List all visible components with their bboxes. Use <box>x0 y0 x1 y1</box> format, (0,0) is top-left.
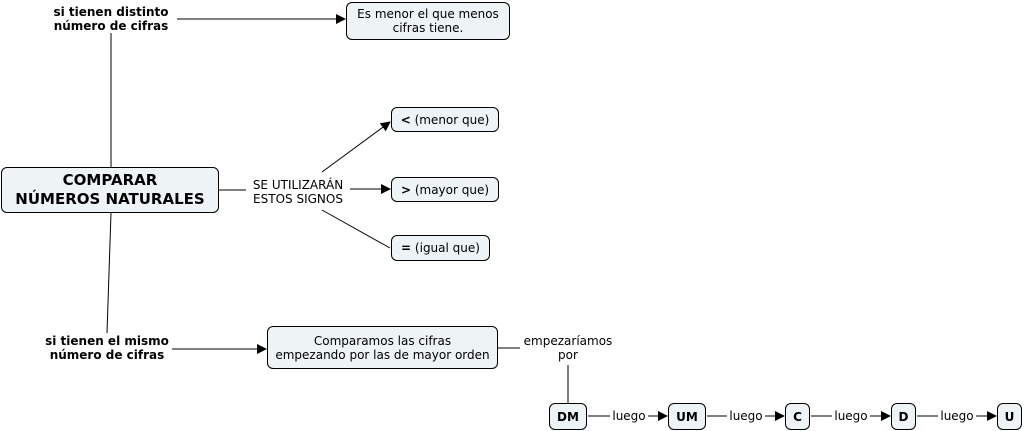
link-signs: SE UTILIZARÁN ESTOS SIGNOS <box>246 178 350 206</box>
sign-text: (menor que) <box>410 112 490 127</box>
concept-fewer-digits[interactable]: Es menor el que menos cifras tiene. <box>346 2 510 40</box>
sign-symbol: = <box>401 241 412 255</box>
root-concept[interactable]: COMPARAR NÚMEROS NATURALES <box>1 167 219 213</box>
link-then: luego <box>727 409 765 423</box>
order-um[interactable]: UM <box>668 403 706 430</box>
sign-symbol: < <box>400 112 411 127</box>
sign-text: (igual que) <box>411 241 480 255</box>
sign-text: (mayor que) <box>411 182 490 197</box>
order-c[interactable]: C <box>785 403 810 430</box>
link-then: luego <box>938 409 976 423</box>
sign-less-than[interactable]: < (menor que) <box>391 107 499 132</box>
order-dm[interactable]: DM <box>549 403 587 430</box>
order-u[interactable]: U <box>997 403 1022 430</box>
concept-compare-digits[interactable]: Comparamos las cifras empezando por las … <box>267 326 498 369</box>
sign-symbol: > <box>400 182 412 197</box>
link-then: luego <box>832 409 870 423</box>
link-distinct: si tienen distinto número de cifras <box>45 5 177 33</box>
link-same: si tienen el mismo número de cifras <box>42 334 172 362</box>
link-then: luego <box>610 409 648 423</box>
link-start: empezaríamos por <box>520 334 616 362</box>
sign-greater-than[interactable]: > (mayor que) <box>391 177 499 202</box>
sign-equal[interactable]: = (igual que) <box>391 235 490 261</box>
order-d[interactable]: D <box>891 403 916 430</box>
